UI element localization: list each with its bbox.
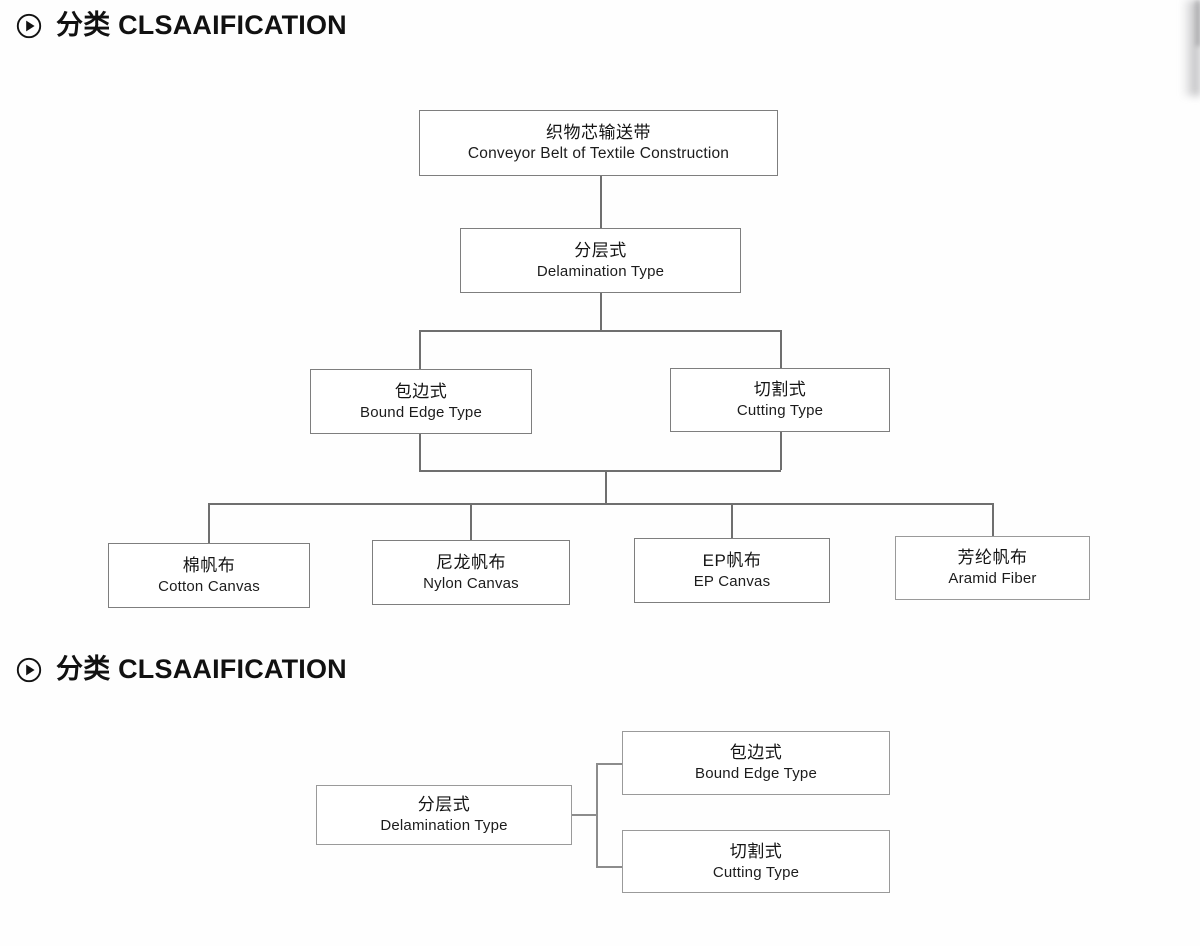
section-header-classification-1: 分类 CLSAAIFICATION bbox=[16, 12, 347, 39]
node-delamination-type-2: 分层式 Delamination Type bbox=[316, 785, 572, 845]
node-label-en: Aramid Fiber bbox=[948, 570, 1037, 588]
node-label-cn: EP帆布 bbox=[702, 550, 762, 570]
node-cotton-canvas: 棉帆布 Cotton Canvas bbox=[108, 543, 310, 608]
edge-merge-bar bbox=[419, 470, 781, 472]
node-cutting-type: 切割式 Cutting Type bbox=[670, 368, 890, 432]
edge-cutting-down bbox=[780, 432, 782, 470]
section-header-classification-2: 分类 CLSAAIFICATION bbox=[16, 656, 347, 683]
scan-edge-shadow-dark bbox=[1194, 0, 1200, 46]
edge-root-to-delamination bbox=[600, 176, 602, 228]
node-label-cn: 切割式 bbox=[729, 841, 783, 861]
node-ep-canvas: EP帆布 EP Canvas bbox=[634, 538, 830, 603]
edge-delamination2-stem bbox=[572, 814, 597, 816]
edge-delamination-stem bbox=[600, 293, 602, 330]
edge-split-to-nylon bbox=[470, 503, 472, 540]
node-label-en: Delamination Type bbox=[536, 262, 665, 280]
edge-split-to-cotton bbox=[208, 503, 210, 543]
node-label-en: Conveyor Belt of Textile Construction bbox=[467, 145, 730, 163]
edge-bound-edge-down bbox=[419, 434, 421, 470]
node-label-en: Cotton Canvas bbox=[158, 577, 260, 595]
section-title-2: 分类 CLSAAIFICATION bbox=[56, 654, 347, 684]
edge-merge-stem bbox=[605, 470, 607, 503]
node-label-cn: 棉帆布 bbox=[182, 555, 236, 575]
node-label-en: EP Canvas bbox=[693, 572, 771, 590]
edge-split-bar-level4 bbox=[208, 503, 993, 505]
node-label-en: Bound Edge Type bbox=[360, 403, 482, 421]
scan-edge-shadow bbox=[1182, 0, 1200, 96]
node-label-en: Bound Edge Type bbox=[695, 765, 817, 783]
node-label-en: Cutting Type bbox=[736, 402, 824, 420]
edge-spine-to-cutting-2 bbox=[596, 866, 623, 868]
node-label-cn: 分层式 bbox=[574, 240, 627, 260]
node-label-cn: 尼龙帆布 bbox=[436, 552, 506, 572]
edge-split-to-aramid bbox=[992, 503, 994, 536]
node-cutting-type-2: 切割式 Cutting Type bbox=[622, 830, 890, 893]
node-bound-edge-type: 包边式 Bound Edge Type bbox=[310, 369, 532, 434]
node-label-cn: 芳纶帆布 bbox=[957, 548, 1028, 568]
edge-delamination2-spine bbox=[596, 763, 598, 867]
node-label-cn: 包边式 bbox=[394, 381, 448, 401]
node-label-cn: 切割式 bbox=[753, 380, 807, 400]
edge-split-to-bound-edge bbox=[419, 330, 421, 369]
edge-split-to-ep bbox=[731, 503, 733, 538]
node-label-cn: 包边式 bbox=[729, 743, 783, 763]
play-circle-icon bbox=[16, 657, 42, 682]
node-label-en: Nylon Canvas bbox=[423, 574, 519, 592]
section-title-1: 分类 CLSAAIFICATION bbox=[56, 10, 347, 40]
edge-spine-to-bound-edge-2 bbox=[596, 763, 623, 765]
play-circle-icon bbox=[16, 13, 42, 38]
node-label-en: Delamination Type bbox=[380, 817, 508, 835]
node-bound-edge-type-2: 包边式 Bound Edge Type bbox=[622, 731, 890, 795]
node-label-cn: 分层式 bbox=[417, 795, 471, 815]
node-delamination-type: 分层式 Delamination Type bbox=[460, 228, 741, 293]
node-nylon-canvas: 尼龙帆布 Nylon Canvas bbox=[372, 540, 570, 605]
edge-split-to-cutting bbox=[780, 330, 782, 368]
node-aramid-fiber: 芳纶帆布 Aramid Fiber bbox=[895, 536, 1090, 600]
node-label-cn: 织物芯输送带 bbox=[546, 122, 651, 142]
node-label-en: Cutting Type bbox=[712, 863, 800, 881]
edge-split-bar-level3 bbox=[419, 330, 781, 332]
node-conveyor-belt-of-textile-construction: 织物芯输送带 Conveyor Belt of Textile Construc… bbox=[419, 110, 778, 176]
